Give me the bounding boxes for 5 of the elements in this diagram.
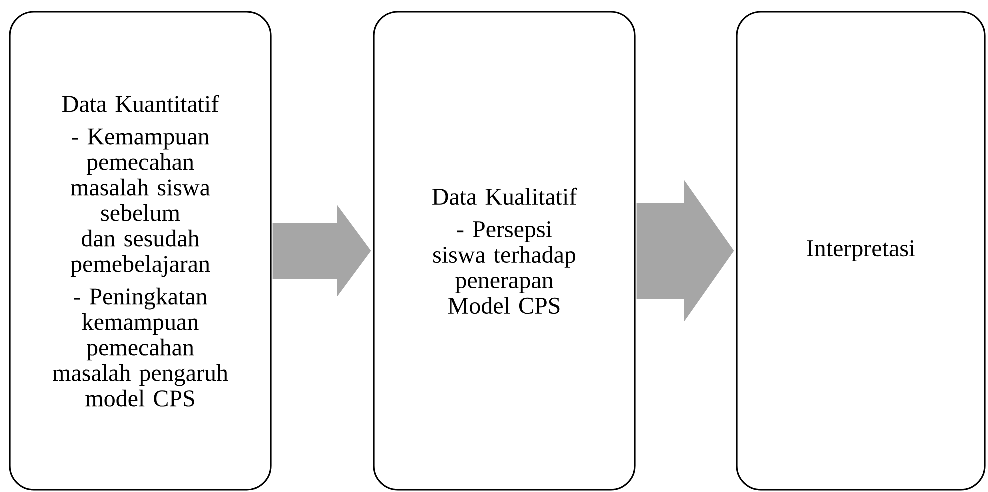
block-arrow [272, 205, 372, 297]
block-arrow [636, 180, 734, 322]
process-box: Interpretasi [736, 11, 986, 491]
process-box: Data Kualitatif - Persepsi siswa terhadap penerapan Model CPS [373, 11, 636, 491]
process-box: Data Kuantitatif - Kemampuan pemecahan masalah siswa sebelum dan sesudah pemebelajaran - Peningkatan kemampuan pemecahan masalah pengaruh model CPS [9, 11, 272, 491]
